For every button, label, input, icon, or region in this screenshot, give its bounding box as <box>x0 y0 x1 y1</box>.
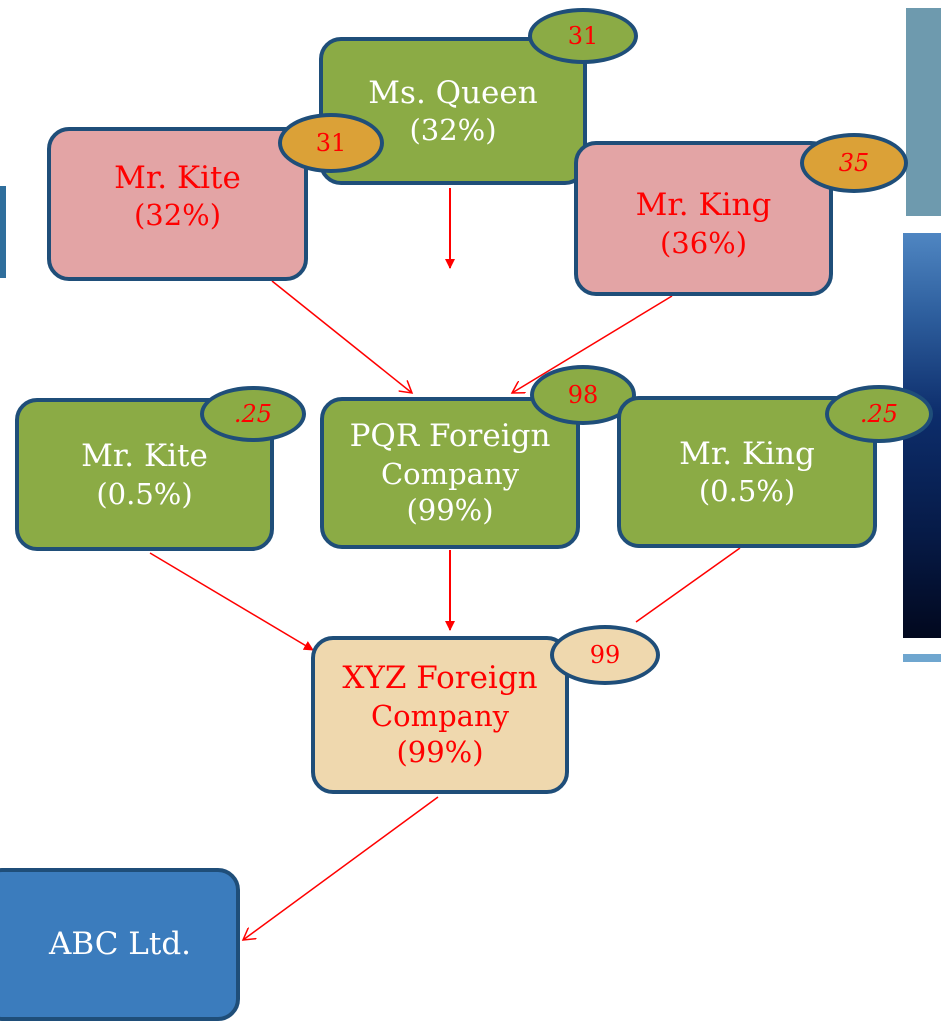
node-xyz-foreign-company: XYZ Foreign Company (99%) <box>311 636 569 794</box>
node-line2: Company <box>370 699 510 734</box>
arrow-xyz-to-abc <box>243 796 439 940</box>
badge-xyz: 99 <box>550 625 660 685</box>
node-name: Mr. Kite <box>114 159 241 196</box>
node-line1: PQR Foreign <box>349 418 551 455</box>
arrow-kite-to-xyz <box>149 552 314 651</box>
arrow-king-to-xyz <box>635 547 741 623</box>
node-abc-ltd: ABC Ltd. <box>0 868 240 1021</box>
node-name: Mr. Kite <box>81 438 208 474</box>
node-line2: Company <box>380 457 520 492</box>
arrow-kite-to-pqr <box>271 280 412 393</box>
badge-mr-king-top: 35 <box>800 133 908 193</box>
badge-mr-kite-mid: .25 <box>200 386 306 442</box>
node-mr-kite-top: Mr. Kite (32%) <box>47 127 308 281</box>
node-percent: (0.5%) <box>698 474 796 509</box>
node-percent: (0.5%) <box>96 476 193 511</box>
node-percent: (99%) <box>396 735 484 770</box>
node-percent: (99%) <box>406 493 494 528</box>
node-line1: XYZ Foreign <box>342 660 538 697</box>
slide-edge-left-mark <box>0 186 6 278</box>
node-name: Mr. King <box>679 435 815 472</box>
node-name: Ms. Queen <box>368 74 538 111</box>
slide-edge-panel-top <box>906 8 941 216</box>
node-pqr-foreign-company: PQR Foreign Company (99%) <box>320 397 580 549</box>
node-mr-king-top: Mr. King (36%) <box>574 141 833 296</box>
node-name: Mr. King <box>635 187 772 223</box>
slide-edge-rule <box>903 654 941 662</box>
node-percent: (32%) <box>409 113 497 148</box>
node-percent: (32%) <box>133 198 222 233</box>
badge-ms-queen: 31 <box>528 8 638 64</box>
node-name: ABC Ltd. <box>48 926 192 963</box>
node-percent: (36%) <box>659 225 748 260</box>
badge-mr-king-mid: .25 <box>825 385 933 443</box>
badge-mr-kite-top: 31 <box>278 113 384 173</box>
